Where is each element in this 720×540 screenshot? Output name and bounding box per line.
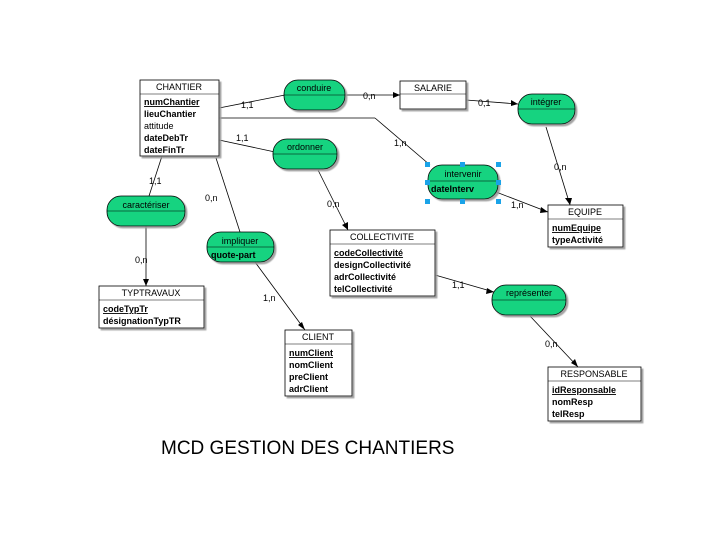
entity-attribute: désignationTypTR <box>103 316 181 326</box>
card-responsable-representer: 0,n <box>545 339 558 349</box>
arrow-integrer <box>511 100 518 106</box>
link-ordonner-collectivite <box>317 169 349 231</box>
card-chantier-caracteriser: 1,1 <box>149 176 162 186</box>
entity-typtravaux[interactable]: TYPTRAVAUX codeTypTr désignationTypTR <box>98 285 205 329</box>
relationship-intervenir[interactable]: intervenir dateInterv <box>425 162 501 204</box>
entity-attribute: lieuChantier <box>144 109 197 119</box>
entity-attribute: numEquipe <box>552 223 601 233</box>
arrow-client <box>298 322 305 330</box>
cardinalities: 1,1 0,n 0,1 1,1 1,n 0,n 1,n 1,1 0,n 0,n … <box>135 91 567 349</box>
relationship-attribute: quote-part <box>211 250 256 260</box>
entity-salarie[interactable]: SALARIE <box>399 80 467 110</box>
link-collectivite-representer <box>434 274 495 293</box>
card-chantier-conduire: 1,1 <box>241 100 254 110</box>
card-equipe-intervenir: 1,n <box>511 200 524 210</box>
entity-attribute: dateFinTr <box>144 145 185 155</box>
entity-title: TYPTRAVAUX <box>122 288 181 298</box>
entity-attribute: nomResp <box>552 397 594 407</box>
relationship-ordonner[interactable]: ordonner <box>272 138 338 170</box>
entity-attribute: attitude <box>144 121 174 131</box>
relationship-name: ordonner <box>287 142 323 152</box>
card-chantier-ordonner: 1,1 <box>236 133 249 143</box>
link-chantier-caracteriser <box>148 155 163 197</box>
link-intervenir-equipe <box>495 191 549 213</box>
entity-title: RESPONSABLE <box>560 369 627 379</box>
arrow-typtravaux <box>143 279 149 286</box>
diagram-caption: MCD GESTION DES CHANTIERS <box>161 438 455 459</box>
arrow-collectivite <box>342 222 348 230</box>
entity-attribute: typeActivité <box>552 235 603 245</box>
relationship-name: intervenir <box>444 169 481 179</box>
entity-title: CLIENT <box>302 332 335 342</box>
arrow-equipe-from-integrer <box>565 198 572 205</box>
arrow-salarie <box>393 92 400 98</box>
link-salarie-integrer <box>465 99 519 105</box>
relationship-name: représenter <box>506 288 552 298</box>
relationship-attribute: dateInterv <box>431 184 474 194</box>
relationship-conduire[interactable]: conduire <box>283 79 346 111</box>
entity-chantier[interactable]: CHANTIER numChantier lieuChantier attitu… <box>139 79 220 157</box>
link-chantier-ordonner <box>218 139 276 153</box>
entity-collectivite[interactable]: COLLECTIVITE codeCollectivité designColl… <box>329 229 436 297</box>
entity-title: EQUIPE <box>568 207 602 217</box>
card-chantier-intervenir: 1,n <box>394 138 407 148</box>
entity-title: COLLECTIVITE <box>350 232 414 242</box>
card-salarie-conduire: 0,n <box>363 91 376 101</box>
entity-responsable[interactable]: RESPONSABLE idResponsable nomResp telRes… <box>547 366 642 422</box>
entity-client[interactable]: CLIENT numClient nomClient preClient adr… <box>284 329 353 397</box>
relationship-impliquer[interactable]: impliquer quote-part <box>206 231 275 263</box>
entity-attribute: codeTypTr <box>103 304 148 314</box>
relationship-caracteriser[interactable]: caractériser <box>106 195 186 227</box>
relationship-name: conduire <box>297 83 332 93</box>
entity-attribute: adrCollectivité <box>334 272 396 282</box>
link-representer-responsable <box>529 315 579 368</box>
relationship-name: impliquer <box>222 236 259 246</box>
entity-attribute: codeCollectivité <box>334 248 403 258</box>
link-integrer-equipe <box>545 126 571 206</box>
entity-attribute: preClient <box>289 372 328 382</box>
selection-handles[interactable] <box>425 162 501 204</box>
link-chantier-intervenir-2 <box>374 117 431 166</box>
relationship-representer[interactable]: représenter <box>491 284 567 316</box>
card-salarie-integrer: 0,1 <box>478 98 491 108</box>
arrowheads <box>143 92 578 367</box>
entity-attribute: dateDebTr <box>144 133 189 143</box>
entity-attribute: telResp <box>552 409 585 419</box>
card-chantier-impliquer: 0,n <box>205 193 218 203</box>
arrow-equipe-from-intervenir <box>540 207 548 213</box>
link-chantier-impliquer <box>215 157 241 233</box>
card-collectivite-representer: 1,1 <box>452 280 465 290</box>
link-chantier-conduire <box>218 94 286 109</box>
arrow-responsable <box>571 359 578 367</box>
link-impliquer-client <box>254 261 306 331</box>
card-collectivite-ordonner: 0,n <box>327 199 340 209</box>
entity-attribute: idResponsable <box>552 385 616 395</box>
card-client-impliquer: 1,n <box>263 293 276 303</box>
entity-title: SALARIE <box>414 83 452 93</box>
relationship-name: caractériser <box>122 200 169 210</box>
links <box>145 94 579 368</box>
entity-attribute: adrClient <box>289 384 328 394</box>
entity-equipe[interactable]: EQUIPE numEquipe typeActivité <box>547 204 624 248</box>
arrow-representer <box>486 288 494 294</box>
entity-attribute: nomClient <box>289 360 333 370</box>
card-equipe-integrer: 0,n <box>554 162 567 172</box>
entity-title: CHANTIER <box>156 82 203 92</box>
entity-attribute: telCollectivité <box>334 284 393 294</box>
card-typtravaux-caracteriser: 0,n <box>135 255 148 265</box>
entity-attribute: numChantier <box>144 97 200 107</box>
relationship-integrer[interactable]: intégrer <box>517 93 576 125</box>
entity-attribute: numClient <box>289 348 333 358</box>
entity-attribute: designCollectivité <box>334 260 411 270</box>
relationship-name: intégrer <box>531 97 562 107</box>
